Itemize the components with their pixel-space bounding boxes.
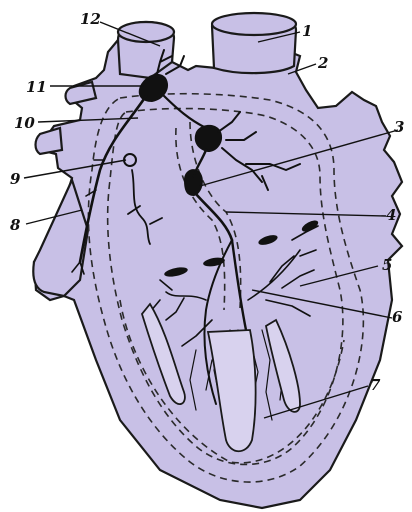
label-1: 1 bbox=[302, 22, 312, 40]
label-3: 3 bbox=[394, 118, 404, 136]
pulmonary-vein-lower bbox=[36, 128, 63, 154]
label-4: 4 bbox=[386, 206, 396, 224]
label-9: 9 bbox=[10, 170, 21, 188]
label-5: 5 bbox=[382, 256, 392, 274]
label-2: 2 bbox=[317, 54, 328, 72]
label-7: 7 bbox=[370, 376, 381, 394]
label-11: 11 bbox=[26, 78, 47, 96]
label-6: 6 bbox=[392, 308, 403, 326]
aorta-opening bbox=[212, 13, 296, 35]
label-12: 12 bbox=[80, 10, 101, 28]
label-8: 8 bbox=[10, 216, 21, 234]
label-10: 10 bbox=[14, 114, 35, 132]
